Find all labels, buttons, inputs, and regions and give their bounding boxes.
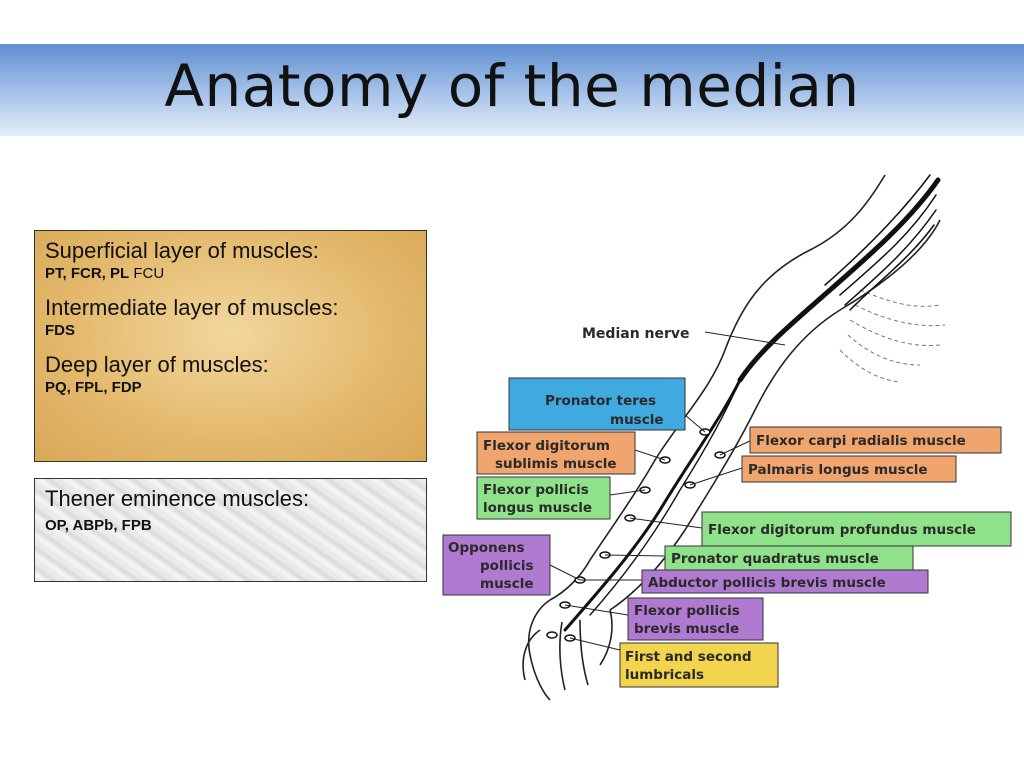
op-line2: pollicis <box>480 558 534 574</box>
shoulder-fibers <box>839 289 946 383</box>
pronator-teres-line1: Pronator teres <box>545 393 656 409</box>
leader-lines <box>549 331 786 651</box>
fpb-line2: brevis muscle <box>634 621 739 637</box>
lumbricals-line2: lumbricals <box>625 667 704 683</box>
thenar-box: Thener eminence muscles: OP, ABPb, FPB <box>34 478 427 582</box>
label-flexor-digitorum-sublimis: Flexor digitorum sublimis muscle <box>476 431 636 475</box>
label-opponens-pollicis: Opponens pollicis muscle <box>442 534 551 596</box>
median-nerve-diagram: Median nerve Pronator teres muscle Flexo… <box>442 174 1012 701</box>
intermediate-muscles: FDS <box>45 322 75 339</box>
thenar-heading: Thener eminence muscles: <box>45 486 310 511</box>
label-flexor-carpi-radialis: Flexor carpi radialis muscle <box>749 426 1002 454</box>
pl-text: Palmaris longus muscle <box>748 462 928 478</box>
superficial-heading: Superficial layer of muscles: <box>45 238 319 263</box>
label-flexor-pollicis-longus: Flexor pollicis longus muscle <box>476 476 611 520</box>
median-nerve-label: Median nerve <box>582 326 690 342</box>
label-palmaris-longus: Palmaris longus muscle <box>741 455 957 483</box>
fdp-text: Flexor digitorum profundus muscle <box>708 522 976 538</box>
fpb-line1: Flexor pollicis <box>634 603 740 619</box>
label-pronator-teres: Pronator teres muscle <box>508 377 686 431</box>
fcr-text: Flexor carpi radialis muscle <box>756 433 966 449</box>
superficial-normal: FCU <box>129 265 165 282</box>
deep-muscles: PQ, FPL, FDP <box>45 379 142 396</box>
deep-heading: Deep layer of muscles: <box>45 352 269 377</box>
label-pronator-quadratus: Pronator quadratus muscle <box>664 545 914 571</box>
op-line1: Opponens <box>448 540 525 556</box>
muscle-layers-box: Superficial layer of muscles: PT, FCR, P… <box>34 230 427 462</box>
intermediate-heading: Intermediate layer of muscles: <box>45 295 339 320</box>
title-banner: Anatomy of the median <box>0 44 1024 136</box>
label-flexor-digitorum-profundus: Flexor digitorum profundus muscle <box>701 511 1012 547</box>
fds-line1: Flexor digitorum <box>483 438 610 454</box>
apb-text: Abductor pollicis brevis muscle <box>648 575 886 591</box>
op-line3: muscle <box>480 576 534 592</box>
label-abductor-pollicis-brevis: Abductor pollicis brevis muscle <box>641 569 929 594</box>
fpl-line1: Flexor pollicis <box>483 482 589 498</box>
superficial-bold: PT, FCR, PL <box>45 265 130 282</box>
label-lumbricals: First and second lumbricals <box>619 642 779 688</box>
fds-line2: sublimis muscle <box>495 456 617 472</box>
label-flexor-pollicis-brevis: Flexor pollicis brevis muscle <box>627 597 764 641</box>
thenar-muscles: OP, ABPb, FPB <box>45 517 152 534</box>
superficial-muscles: PT, FCR, PL FCU <box>45 264 416 284</box>
nerve-bundle <box>563 174 941 632</box>
lumbricals-line1: First and second <box>625 649 752 665</box>
pronator-teres-line2: muscle <box>610 412 664 428</box>
page-title: Anatomy of the median <box>164 52 860 120</box>
fpl-line2: longus muscle <box>483 500 592 516</box>
pq-text: Pronator quadratus muscle <box>671 551 879 567</box>
